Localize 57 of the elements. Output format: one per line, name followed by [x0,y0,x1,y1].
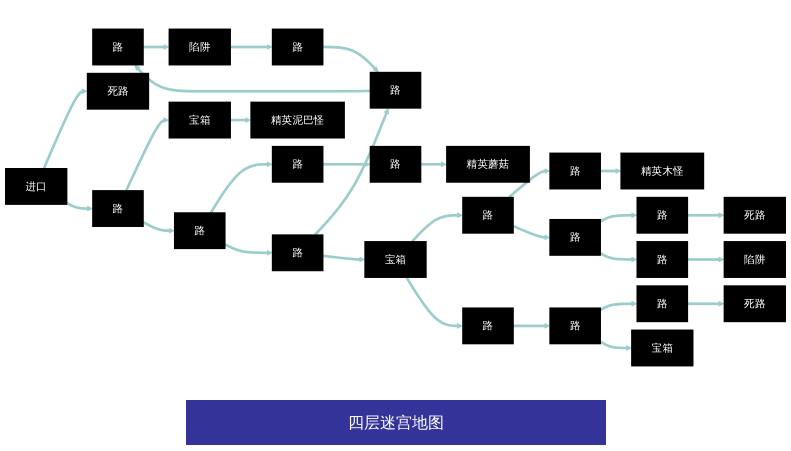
node-box: 路 [462,307,514,344]
arrow [508,168,550,198]
arrow [600,340,632,351]
node-box: 路 [370,72,422,109]
node-box: 宝箱 [168,102,231,139]
node-box: 宝箱 [631,330,694,366]
node-box: 路 [462,196,514,234]
node-box: 路 [92,190,144,227]
arrow [125,117,170,192]
node-box: 路 [272,146,324,183]
node-box: 精英泥巴怪 [250,102,345,139]
node-box: 死路 [724,285,786,322]
node-box: 路 [636,241,688,278]
node-box: 死路 [86,72,150,110]
node-box: 路 [272,234,324,272]
arrow [513,322,550,329]
node-box: 进口 [5,168,68,205]
arrow [230,117,251,124]
arrow [322,254,365,262]
node-box: 陷阱 [724,241,786,278]
arrow [323,46,379,72]
arrow [600,212,638,223]
arrow [66,202,93,212]
arrow [42,88,88,169]
node-box: 路 [174,212,226,250]
arrow [323,161,370,168]
node-box: 精英蘑菇 [446,146,530,183]
node-box: 陷阱 [168,28,231,66]
arrow [142,221,175,234]
arrow [143,44,170,50]
arrow [314,108,390,236]
node-box: 路 [636,285,688,322]
arrow [134,64,370,93]
arrow [411,212,463,242]
arrow [688,300,724,307]
arrow [600,168,621,174]
node-box: 路 [549,307,601,344]
node-box: 路 [92,28,144,66]
arrow [688,212,724,218]
arrow [512,224,550,240]
arrow [406,276,463,329]
arrow [420,161,447,168]
node-box: 宝箱 [364,241,427,278]
node-box: 路 [549,218,601,256]
arrow [224,243,272,256]
node-box: 死路 [724,196,786,234]
node-box: 路 [272,28,324,66]
node-box: 精英木怪 [620,152,704,190]
node-box: 路 [636,196,688,234]
node-box: 路 [370,146,422,183]
arrow [688,256,724,262]
node-box: 路 [549,152,601,190]
title-banner: 四层迷宫地图 [186,400,606,445]
arrow [230,44,272,50]
arrow [600,252,638,262]
arrow [210,161,272,214]
arrow [600,300,638,312]
